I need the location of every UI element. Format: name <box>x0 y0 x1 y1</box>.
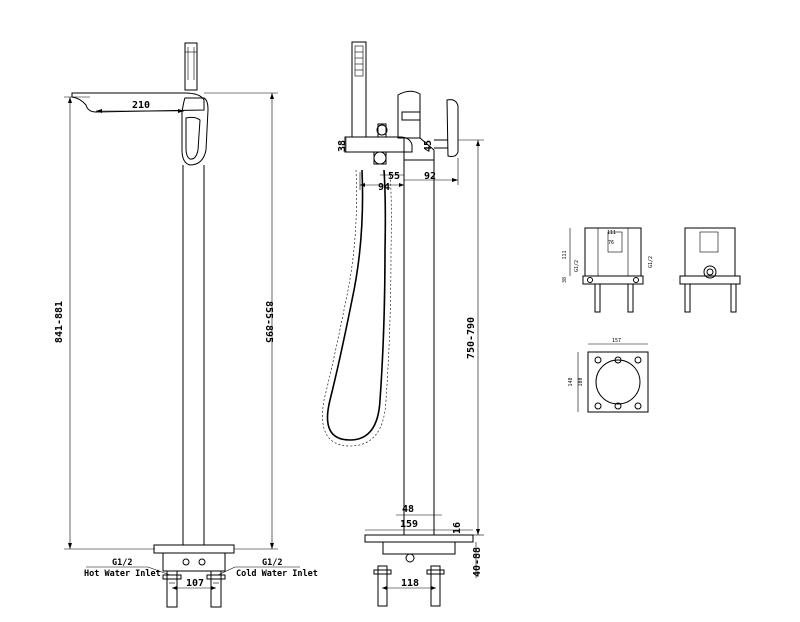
box-front-thread-label: G1/2 <box>574 260 580 272</box>
offset-92-label: 92 <box>424 171 436 182</box>
cold-water-inlet-label: Cold Water Inlet <box>236 569 318 579</box>
side-inlet-spacing-label: 118 <box>401 578 419 589</box>
front-view: 210 841-881 855-895 G1/2 G1/2 Hot Water … <box>54 42 318 608</box>
offset-94-label: 94 <box>378 182 390 193</box>
handshower-dia-label: 38 <box>337 140 348 152</box>
box-front-height-label: 111 <box>562 250 568 259</box>
lever-dia-label: 45 <box>423 140 434 152</box>
spout-reach-label: 210 <box>132 100 150 111</box>
base-height-label: 40-88 <box>472 547 483 577</box>
box-plan-width-label: 157 <box>612 338 621 344</box>
box-plan-inner-label: 100 <box>578 377 584 386</box>
box-side-view: G1/2 <box>648 227 741 313</box>
hot-water-inlet-label: Hot Water Inlet <box>84 569 161 579</box>
hot-thread-label: G1/2 <box>112 558 132 568</box>
box-front-depth-label: 38 <box>562 277 568 283</box>
box-front-width-label: 111 <box>607 230 616 236</box>
cold-thread-label: G1/2 <box>262 558 282 568</box>
side-view: 38 45 94 55 92 750-790 48 159 16 40-88 <box>322 41 484 607</box>
base-dia-label: 159 <box>400 519 418 530</box>
column-dia-label: 48 <box>402 504 414 515</box>
box-side-thread-label: G1/2 <box>648 256 654 268</box>
box-front-inner-label: 76 <box>608 240 614 246</box>
total-height-label: 841-881 <box>54 301 65 343</box>
offset-55-label: 55 <box>388 171 400 182</box>
column-height-label: 750-790 <box>466 317 477 359</box>
base-thickness-label: 16 <box>452 522 463 534</box>
box-front-view: 111 38 111 76 G1/2 <box>562 227 644 313</box>
box-plan-height-label: 148 <box>568 377 574 386</box>
box-plan-view: 157 148 100 <box>568 338 649 413</box>
front-inlet-spacing-label: 107 <box>186 578 204 589</box>
spout-height-label: 855-895 <box>263 301 274 343</box>
